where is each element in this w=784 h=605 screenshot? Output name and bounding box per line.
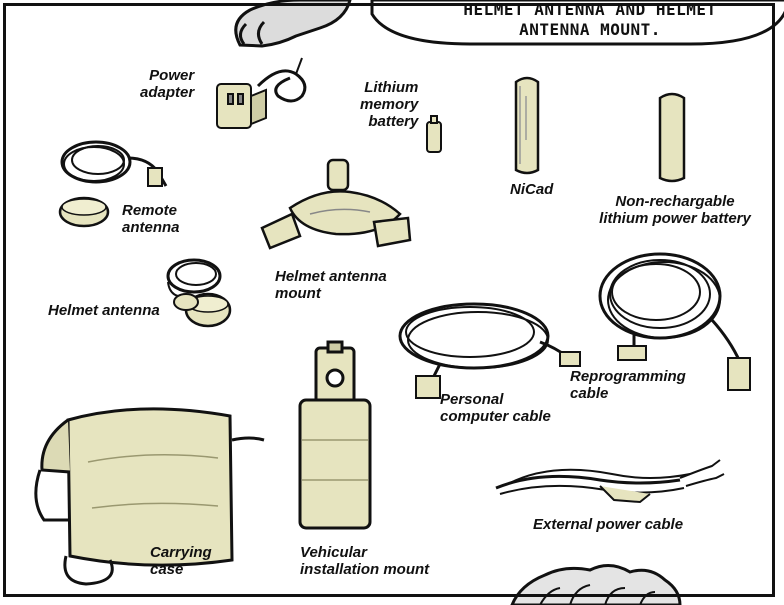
label-lithium-power-battery: Non-rechargable lithium power battery [590,193,760,227]
speech-line-2: ANTENNA MOUNT. [390,20,784,40]
label-vehicular-installation-mount: Vehicular installation mount [300,544,429,578]
label-helmet-antenna-mount: Helmet antenna mount [275,268,387,302]
label-lithium-memory-battery: Lithium memory battery [360,79,418,130]
label-reprogramming-cable: Reprogramming cable [570,368,686,402]
label-personal-computer-cable: Personal computer cable [440,391,551,425]
label-external-power-cable: External power cable [533,516,683,533]
label-remote-antenna: Remote antenna [122,202,180,236]
speech-bubble-text: HELMET ANTENNA AND HELMET ANTENNA MOUNT. [390,0,784,40]
label-helmet-antenna: Helmet antenna [48,302,160,319]
label-nicad: NiCad [510,181,553,198]
label-carrying-case: Carrying case [150,544,212,578]
speech-line-1: HELMET ANTENNA AND HELMET [390,0,784,20]
label-power-adapter: Power adapter [140,67,194,101]
